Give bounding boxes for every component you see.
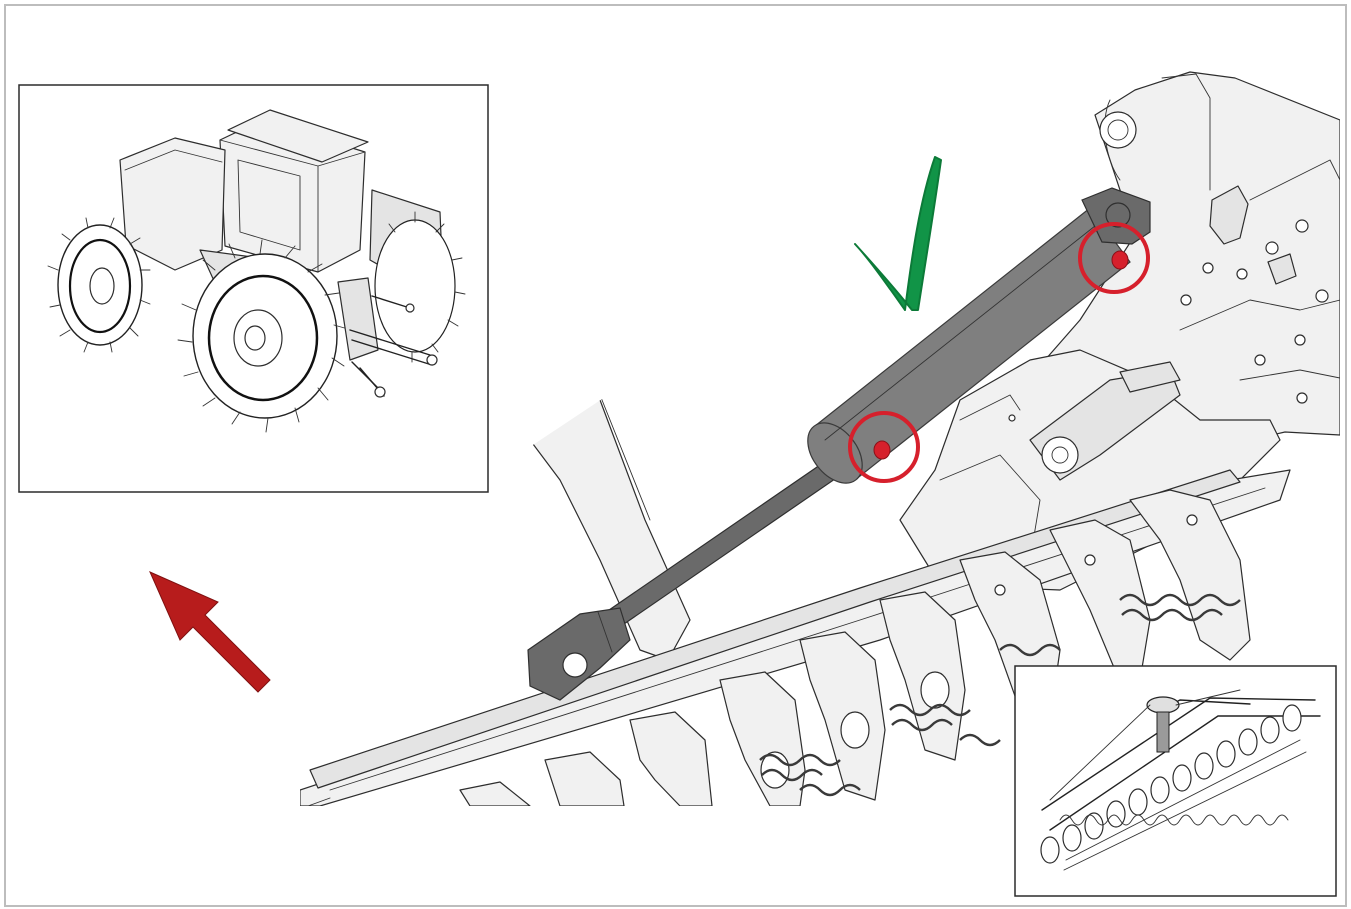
disc-row: [1040, 704, 1307, 871]
arrow-up-left-icon: [149, 571, 271, 693]
tractor-illustration: [18, 84, 489, 493]
hydraulic-cylinder: [527, 187, 1151, 701]
seeder-overview-illustration: [1014, 665, 1337, 897]
seeder-main-drawing: [300, 71, 1340, 806]
middle-pin-highlight: [848, 411, 920, 483]
tine-row: [459, 489, 1251, 806]
upper-pin-highlight: [1078, 222, 1150, 294]
check-mark-icon: [854, 156, 942, 311]
coil-springs: [759, 593, 1241, 797]
